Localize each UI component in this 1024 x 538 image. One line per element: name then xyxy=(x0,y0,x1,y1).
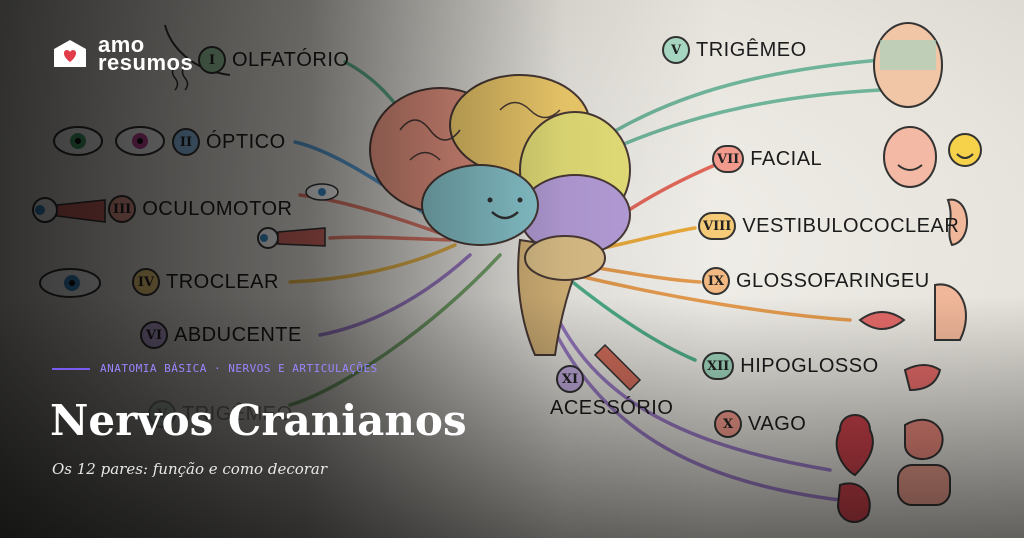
nerve-path-hipoglosso xyxy=(568,278,697,362)
nerve-label-troclear: IV TROCLEAR xyxy=(132,268,279,296)
nerve-label-acessorio: XI ACESSÓRIO xyxy=(550,365,673,420)
logo-heart-icon xyxy=(54,40,86,67)
nerve-label-hipoglosso: XII HIPOGLOSSO xyxy=(702,352,879,380)
nerve-numeral: X xyxy=(714,410,742,438)
face-illustration xyxy=(858,22,982,392)
page-title: Nervos Cranianos xyxy=(50,396,467,445)
nerve-path-trigemeo xyxy=(598,58,882,142)
nerve-label-vestibulococlear: VIII VESTIBULOCOCLEAR xyxy=(698,212,959,240)
nerve-numeral: XII xyxy=(702,352,735,380)
nerve-numeral: VI xyxy=(140,321,168,349)
nerve-name: VAGO xyxy=(748,412,807,435)
nerve-name: FACIAL xyxy=(750,147,823,170)
kicker-bar xyxy=(52,367,90,370)
nerve-name: TROCLEAR xyxy=(166,270,279,293)
nerve-name: TRIGÊMEO xyxy=(696,38,807,61)
page-subtitle: Os 12 pares: função e como decorar xyxy=(52,460,328,478)
nerve-label-facial: VII FACIAL xyxy=(712,145,822,173)
kicker-text: ANATOMIA BÁSICA · NERVOS E ARTICULAÇÕES xyxy=(100,362,378,375)
nerve-label-trigemeo: V TRIGÊMEO xyxy=(662,36,807,64)
nerve-path-oculomotor-2 xyxy=(328,235,452,242)
nerve-name: OLFATÓRIO xyxy=(232,48,350,71)
nerve-numeral: V xyxy=(662,36,690,64)
nerve-numeral: II xyxy=(172,128,200,156)
nerve-name: HIPOGLOSSO xyxy=(740,354,879,377)
nerve-name: GLOSSOFARINGEU xyxy=(736,269,930,292)
nerve-numeral: III xyxy=(108,195,137,223)
nerve-numeral: VII xyxy=(712,145,745,173)
nerve-label-glossofaringeu: IX GLOSSOFARINGEU xyxy=(702,267,930,295)
nerve-name: ACESSÓRIO xyxy=(550,397,674,419)
nerve-path-trigemeo-b xyxy=(608,88,882,152)
nerve-label-olfatorio: I OLFATÓRIO xyxy=(198,46,349,74)
brain xyxy=(369,74,631,356)
nerve-label-vago: X VAGO xyxy=(714,410,806,438)
nerve-numeral: XI xyxy=(556,365,584,393)
nerve-numeral: IX xyxy=(702,267,730,295)
nerve-name: OCULOMOTOR xyxy=(142,197,293,220)
nerve-path-trigemeo-low xyxy=(288,253,502,407)
nerve-path-troclear xyxy=(288,243,457,284)
nerve-numeral: IV xyxy=(132,268,160,296)
nerve-numeral: VIII xyxy=(698,212,737,240)
nerve-name: ÓPTICO xyxy=(206,130,286,153)
brand-line-2: resumos xyxy=(98,50,194,75)
brand-wordmark: amo resumos xyxy=(98,32,194,75)
nerve-name: VESTIBULOCOCLEAR xyxy=(742,214,960,237)
brand-logo[interactable]: amo resumos xyxy=(50,32,194,75)
nerve-label-abducente: VI ABDUCENTE xyxy=(140,321,302,349)
nerve-name: ABDUCENTE xyxy=(174,323,302,346)
nerve-label-oculomotor: III OCULOMOTOR xyxy=(108,195,292,223)
category-kicker: ANATOMIA BÁSICA · NERVOS E ARTICULAÇÕES xyxy=(52,362,378,375)
nerve-numeral: I xyxy=(198,46,226,74)
brand-line-1: amo xyxy=(98,32,145,57)
nerve-label-optico: II ÓPTICO xyxy=(172,128,286,156)
